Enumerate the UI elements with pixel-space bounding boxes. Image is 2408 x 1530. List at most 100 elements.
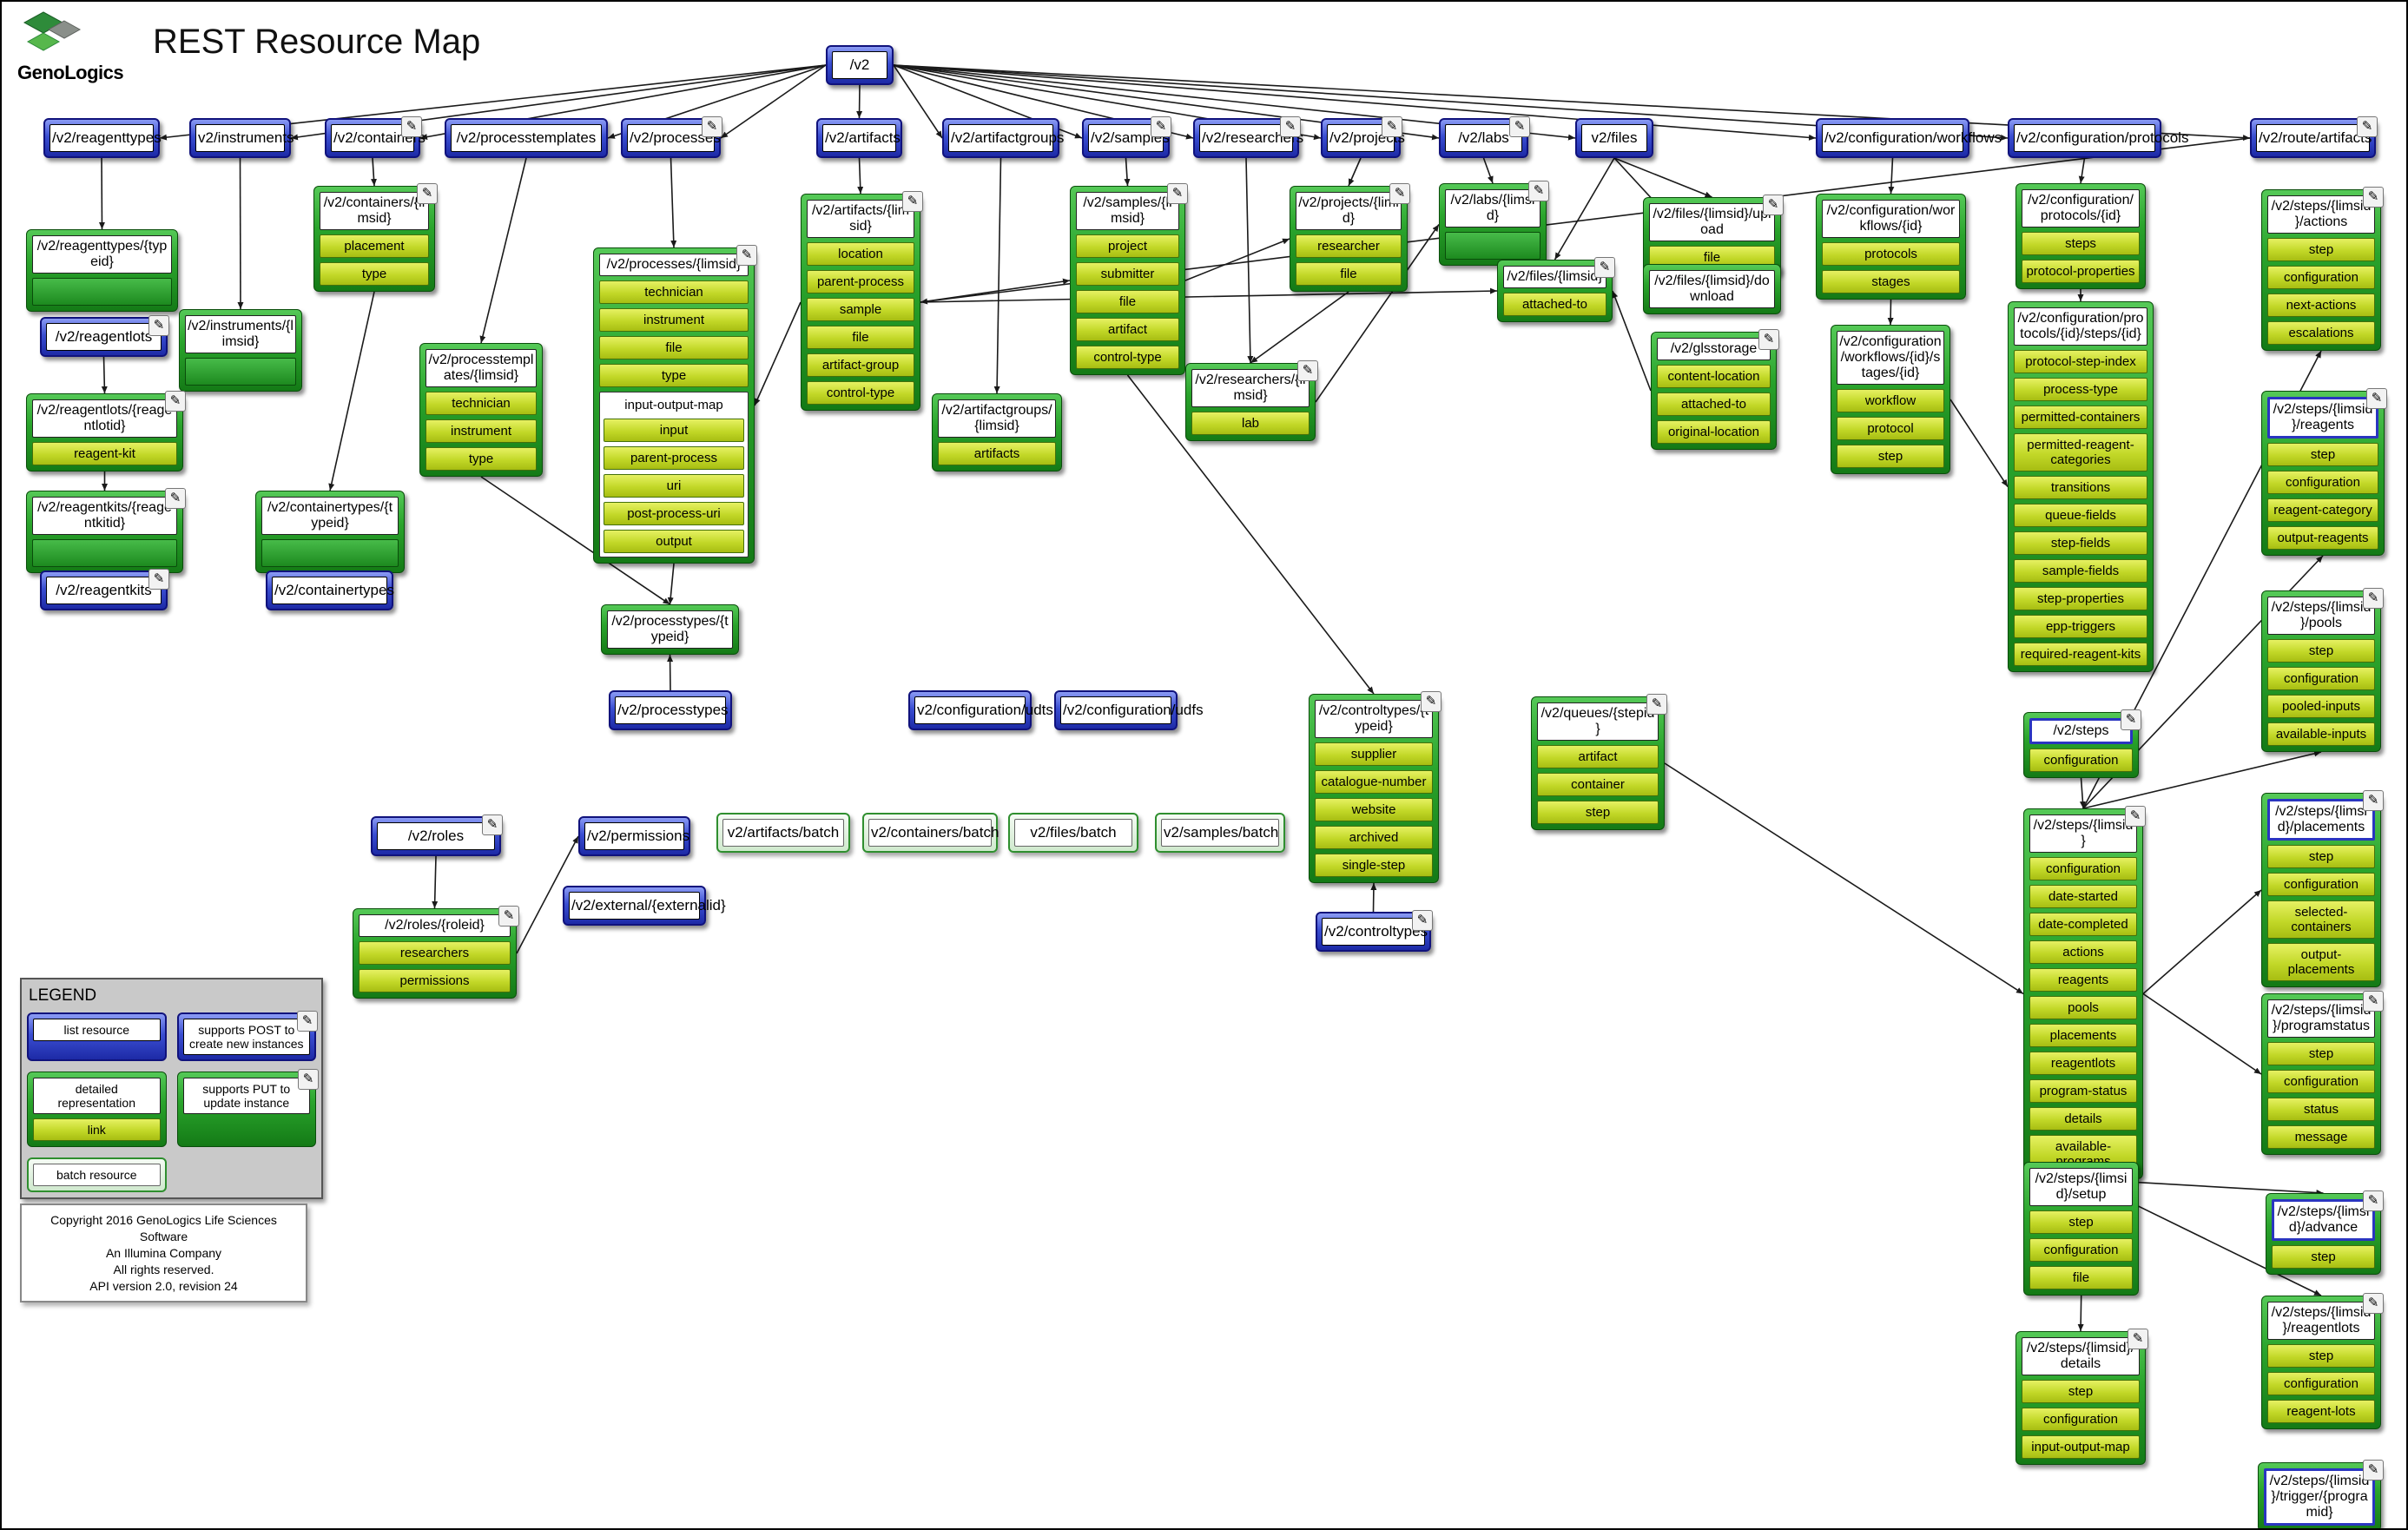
pencil-icon: ✎ <box>297 1011 318 1032</box>
field-actions: actions <box>2029 940 2137 964</box>
field-uri: uri <box>604 474 744 498</box>
copyright-line: All rights reserved. <box>113 1262 214 1276</box>
field-step-fields: step-fields <box>2014 531 2147 555</box>
resource-label: /v2/processes/{limsid} <box>599 254 749 276</box>
pencil-icon: ✎ <box>148 569 169 590</box>
node-b_con: v2/containers/batch <box>862 813 999 853</box>
field-reagent-kit: reagent-kit <box>32 442 177 465</box>
field-date-started: date-started <box>2029 885 2137 908</box>
field-step: step <box>2272 1245 2375 1269</box>
pencil-icon: ✎ <box>2363 187 2384 208</box>
pencil-icon: ✎ <box>2366 388 2387 409</box>
field-parent-process: parent-process <box>807 270 914 293</box>
node-roles: /v2/roles✎ <box>371 814 503 856</box>
copyright-line: Copyright 2016 GenoLogics Life Sciences … <box>50 1213 277 1243</box>
legend-list-resource: list resource <box>27 1012 167 1061</box>
node-cw_stages: /v2/configuration/workflows/{id}/stages/… <box>1831 325 1950 474</box>
field-parent-process: parent-process <box>604 446 744 470</box>
node-sam: /v2/samples✎ <box>1082 116 1171 158</box>
field-reagentlots: reagentlots <box>2029 1052 2137 1075</box>
node-con: /v2/containers✎ <box>325 116 426 158</box>
field-details: details <box>2029 1107 2137 1131</box>
field-step: step <box>1837 445 1944 468</box>
field-submitter: submitter <box>1076 262 1179 286</box>
resource-label: v2/samples/batch <box>1161 819 1279 847</box>
pencil-icon: ✎ <box>2363 588 2384 609</box>
field-file: file <box>1296 262 1402 286</box>
resource-label: /v2/steps/{limsid}/placements <box>2267 799 2375 841</box>
field-program-status: program-status <box>2029 1079 2137 1103</box>
pencil-icon: ✎ <box>148 315 169 336</box>
pencil-icon: ✎ <box>165 391 186 412</box>
field-blank <box>261 539 399 567</box>
field-configuration: configuration <box>2267 471 2378 494</box>
node-cp_steps: /v2/configuration/protocols/{id}/steps/{… <box>2008 301 2154 672</box>
field-permissions: permissions <box>359 969 511 993</box>
node-st_adv: /v2/steps/{limsid}/advance step ✎ <box>2266 1190 2384 1275</box>
node-st_place: /v2/steps/{limsid}/placements step configu… <box>2261 790 2384 987</box>
resource-label: /v2/controltypes/{typeid} <box>1315 700 1433 738</box>
resource-label: /v2/reagentkits <box>46 577 162 604</box>
resource-label: /v2 <box>832 51 887 79</box>
field-placements: placements <box>2029 1024 2137 1047</box>
field-catalogue-number: catalogue-number <box>1315 770 1433 794</box>
resource-label: /v2/queues/{stepid} <box>1537 702 1659 741</box>
pencil-icon: ✎ <box>2125 806 2146 827</box>
field-sample-fields: sample-fields <box>2014 559 2147 583</box>
resource-label: v2/containers/batch <box>868 819 999 847</box>
pencil-icon: ✎ <box>165 488 186 509</box>
subbox-title: input-output-map <box>624 398 723 412</box>
field-pooled-inputs: pooled-inputs <box>2267 695 2375 718</box>
pencil-icon: ✎ <box>1646 694 1667 715</box>
field-output: output <box>604 530 744 553</box>
node-pt: /v2/processtemplates <box>445 118 608 158</box>
field-control-type: control-type <box>1076 346 1179 369</box>
field-step: step <box>2267 845 2375 868</box>
node-rkits: /v2/reagentkits✎ <box>40 569 169 610</box>
resource-label: /v2/labs/{limsid} <box>1445 189 1540 228</box>
pencil-icon: ✎ <box>1382 116 1402 137</box>
pencil-icon: ✎ <box>902 191 923 212</box>
pencil-icon: ✎ <box>2357 116 2378 137</box>
field-input-output-map: input-output-map <box>2022 1435 2140 1459</box>
field-attached-to: attached-to <box>1503 293 1606 316</box>
field-configuration: configuration <box>2267 873 2375 896</box>
node-udts: v2/configuration/udts <box>908 690 1053 730</box>
pencil-icon: ✎ <box>2128 1329 2148 1349</box>
field-location: location <box>807 242 914 266</box>
resource-label: /v2/steps/{limsid}/setup <box>2029 1168 2133 1206</box>
resource-label: /v2/configuration/protocols/{id}/steps/{… <box>2014 307 2147 346</box>
resource-label: /v2/steps/{limsid}/details <box>2022 1337 2140 1375</box>
pencil-icon: ✎ <box>417 183 438 204</box>
resource-label: /v2/projects/{limid} <box>1296 192 1402 230</box>
field-step: step <box>2029 1210 2133 1234</box>
node-art: /v2/artifacts <box>816 118 902 158</box>
resource-label: /v2/configuration/protocols/{id} <box>2022 189 2140 228</box>
field-step: step <box>2267 443 2378 466</box>
resource-label: /v2/processtemplates <box>451 124 602 152</box>
resource-label: /v2/steps/{limsid}/pools <box>2267 597 2375 635</box>
field-blank <box>185 358 296 386</box>
resource-label: /v2/artifacts <box>822 124 901 152</box>
field-status: status <box>2267 1098 2375 1121</box>
field-file: file <box>1076 290 1179 313</box>
pencil-icon: ✎ <box>2363 1190 2384 1211</box>
field-sample: sample <box>807 298 914 321</box>
field-message: message <box>2267 1125 2375 1149</box>
field-workflow: workflow <box>1837 389 1944 412</box>
field-pools: pools <box>2029 996 2137 1019</box>
field-step: step <box>2267 1042 2375 1065</box>
field-type: type <box>599 364 749 387</box>
field-process-type: process-type <box>2014 378 2147 401</box>
node-udfs: /v2/configuration/udfs <box>1054 690 1204 730</box>
field-output-reagents: output-reagents <box>2267 526 2378 550</box>
node-ins_l: /v2/instruments/{limsid} <box>179 309 302 392</box>
node-rt_t: /v2/reagenttypes/{typeid} <box>26 229 178 312</box>
pencil-icon: ✎ <box>1594 257 1615 278</box>
field-stages: stages <box>1822 270 1960 293</box>
resource-label: /v2/steps/{limsid}/advance <box>2272 1199 2375 1241</box>
field-container: container <box>1537 773 1659 796</box>
